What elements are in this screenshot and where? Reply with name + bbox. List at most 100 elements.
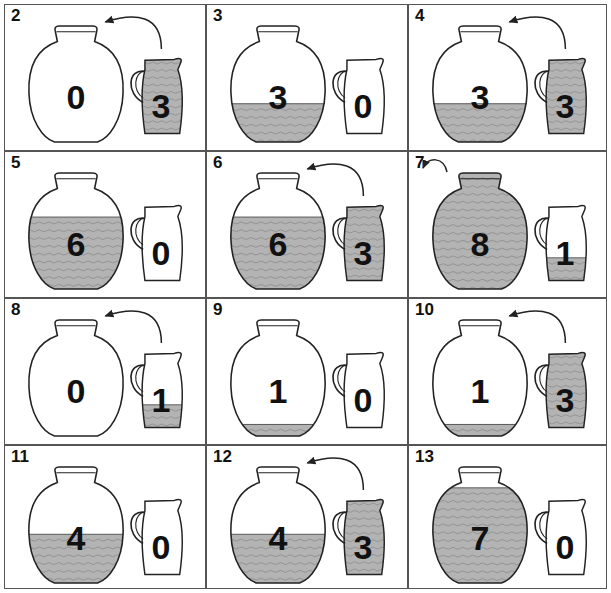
pitcher-handle-inner: [338, 218, 347, 245]
large-jug: 0: [27, 23, 125, 145]
jug-volume: 6: [269, 227, 288, 261]
step-panel: 1243: [206, 445, 408, 589]
small-pitcher: 3: [325, 494, 389, 581]
water: [527, 352, 591, 439]
large-jug: 1: [229, 317, 327, 439]
step-panel: 7 8 1: [408, 151, 607, 298]
jug-rim: [258, 31, 297, 32]
step-number: 8: [11, 301, 20, 320]
vessel-line: [29, 173, 123, 289]
pitcher-handle: [131, 71, 145, 102]
jug-volume: 0: [67, 80, 86, 114]
small-pitcher: 0: [123, 200, 187, 287]
step-number: 5: [11, 154, 20, 173]
pitcher-handle: [131, 218, 145, 249]
vessel-line: [546, 500, 586, 575]
jug-volume: 3: [269, 80, 288, 114]
vessel-line: [344, 500, 384, 575]
jug-volume: 3: [471, 80, 490, 114]
jug-volume: 3: [152, 89, 171, 123]
jug-rim: [460, 472, 499, 473]
large-jug: 3: [431, 23, 529, 145]
vessel-line: [433, 320, 527, 436]
step-panel: 330: [206, 4, 408, 151]
water-ripples: [527, 62, 591, 130]
water-ripples: [527, 356, 591, 424]
water-ripples: [229, 222, 327, 286]
step-number: 12: [213, 448, 232, 467]
pour-arrow: [307, 458, 363, 490]
pitcher-handle-inner: [540, 365, 549, 392]
water: [27, 217, 125, 339]
jug-volume: 0: [354, 89, 373, 123]
jug-rim: [460, 325, 499, 326]
jug-volume: 8: [471, 227, 490, 261]
step-panel: 663: [206, 151, 408, 298]
water: [123, 405, 187, 492]
jug-volume: 7: [471, 521, 490, 555]
jug-volume: 1: [152, 383, 171, 417]
jug-volume: 6: [67, 227, 86, 261]
vessel-line: [231, 320, 325, 436]
step-panel: 910: [206, 298, 408, 445]
step-panel: 1140: [4, 445, 206, 589]
small-pitcher: 0: [325, 347, 389, 434]
step-panel: 801: [4, 298, 206, 445]
step-number: 6: [213, 154, 222, 173]
jug-volume: 3: [354, 530, 373, 564]
jug-rim: [56, 472, 95, 473]
pitcher-handle: [131, 365, 145, 396]
water-ripples: [229, 429, 327, 431]
water-surface: [229, 217, 327, 218]
vessel-line: [433, 173, 527, 289]
empty-arrow: [423, 160, 447, 172]
step-panel: 5 6 0: [4, 151, 206, 298]
pour-arrow: [509, 17, 565, 49]
jug-volume: 1: [471, 374, 490, 408]
vessel-line: [433, 467, 527, 583]
vessel-line: [231, 26, 325, 142]
pitcher-handle: [333, 512, 347, 543]
vessel-line: [231, 173, 325, 289]
pitcher-handle-inner: [136, 71, 145, 98]
jug-volume: 3: [556, 89, 575, 123]
water-ripples: [325, 209, 389, 277]
large-jug: 1: [431, 317, 529, 439]
vessel-line: [344, 206, 384, 281]
water-ripples: [431, 178, 529, 289]
pitcher-handle-inner: [136, 512, 145, 539]
vessel-line: [29, 467, 123, 583]
large-jug: 4: [229, 464, 327, 586]
jug-rim: [258, 178, 297, 179]
water-ripples: [325, 503, 389, 571]
large-jug: 6: [27, 170, 125, 292]
small-pitcher: 1: [123, 347, 187, 434]
large-jug: 4: [27, 464, 125, 586]
water-ripples: [431, 429, 529, 431]
pitcher-handle-inner: [540, 218, 549, 245]
step-number: 4: [415, 7, 424, 26]
water-ripples: [431, 493, 529, 581]
water: [229, 217, 327, 339]
water-ripples: [27, 222, 125, 286]
water-surface: [27, 217, 125, 218]
step-number: 7: [415, 154, 424, 173]
water: [431, 173, 529, 295]
water: [527, 258, 591, 345]
step-panel: 203: [4, 4, 206, 151]
pitcher-handle-inner: [136, 218, 145, 245]
vessel-line: [546, 206, 586, 281]
vessel-line: [231, 467, 325, 583]
pitcher-handle-inner: [338, 71, 347, 98]
pitcher-handle: [333, 71, 347, 102]
jug-rim: [460, 178, 499, 179]
small-pitcher: 1: [527, 200, 591, 287]
pitcher-handle-inner: [338, 365, 347, 392]
pour-arrow: [105, 17, 161, 49]
pitcher-handle-inner: [136, 365, 145, 392]
water-surface: [431, 487, 529, 488]
small-pitcher: 0: [325, 53, 389, 140]
water-surface: [431, 424, 529, 425]
pour-arrow: [307, 164, 363, 196]
small-pitcher: 3: [527, 53, 591, 140]
